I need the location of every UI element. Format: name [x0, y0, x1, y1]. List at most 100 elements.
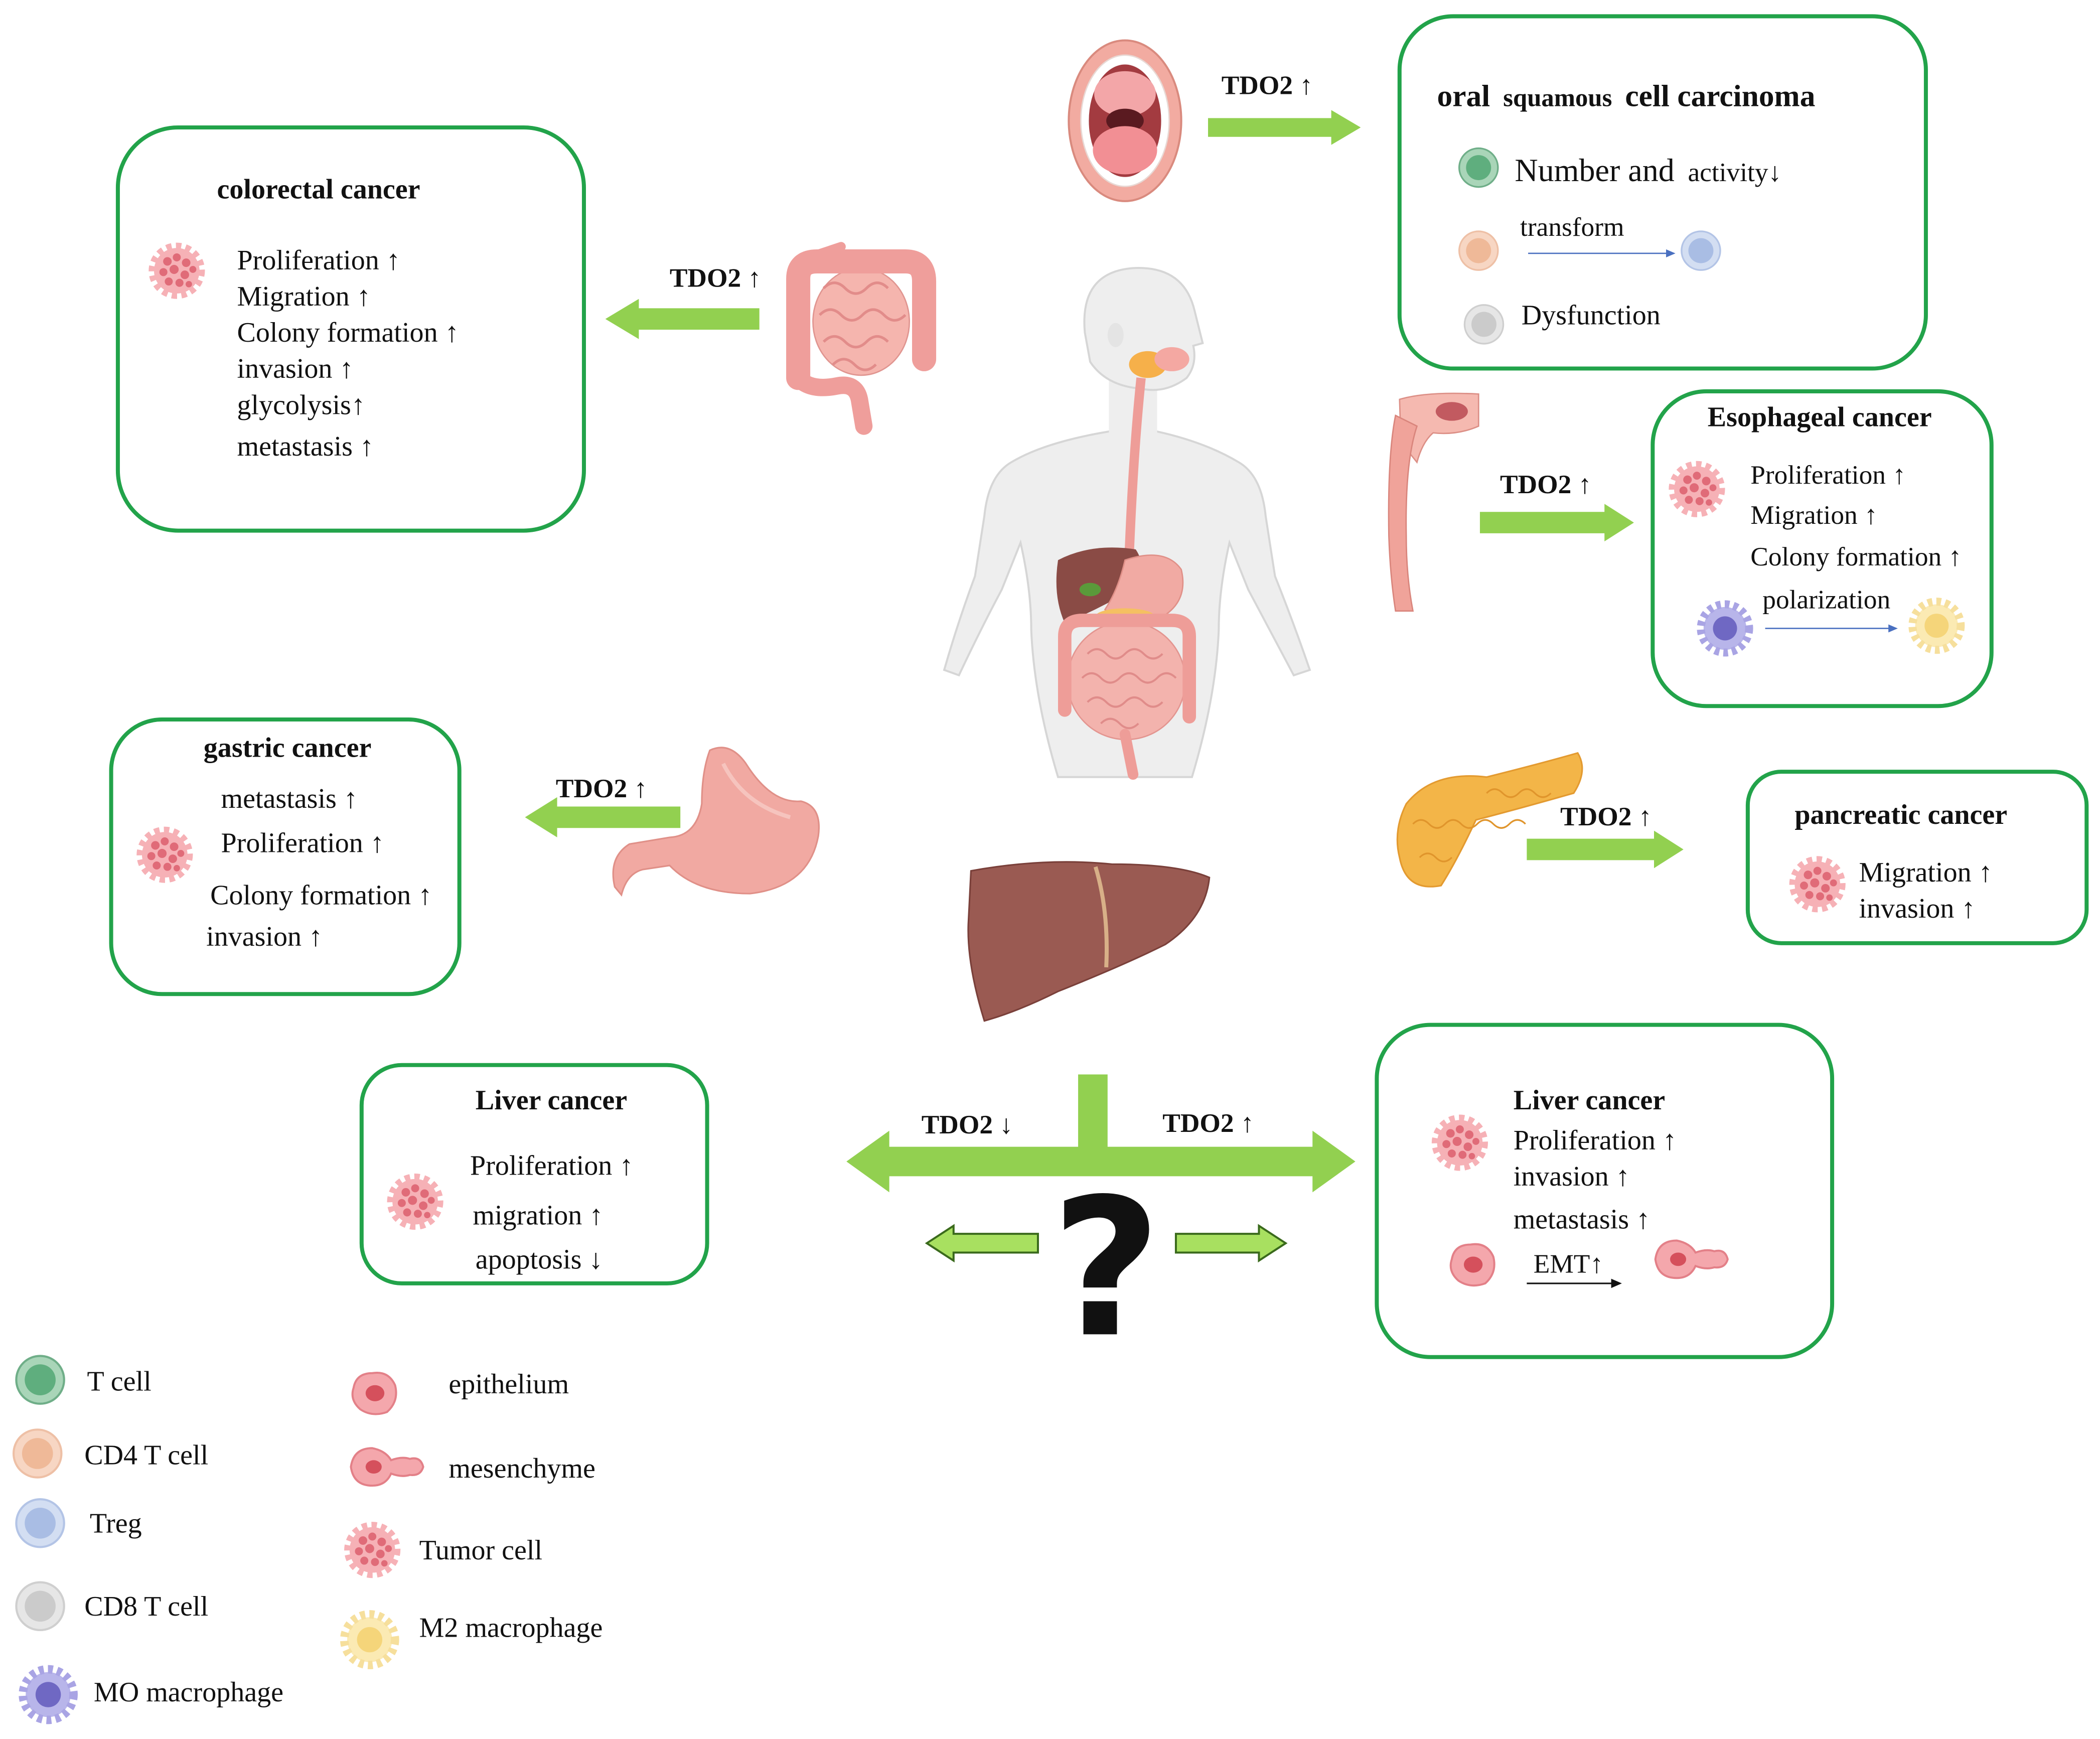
- liver-right-title: Liver cancer: [1514, 1085, 1665, 1116]
- pancreatic-cancer-box: pancreatic cancer Migration ↑ invasion ↑: [1745, 770, 2089, 945]
- colorectal-tdo2-label: TDO2 ↑: [670, 263, 761, 293]
- tumor-cell-icon: [1672, 464, 1722, 514]
- cd8-t-cell-icon: [16, 1582, 64, 1630]
- pancreatic-arrow-right: [1527, 830, 1684, 868]
- gastric-item: Proliferation ↑: [221, 827, 384, 858]
- esophageal-item: Proliferation ↑: [1750, 460, 1906, 490]
- legend-label: epithelium: [448, 1369, 569, 1400]
- mouth-illustration: [1068, 39, 1182, 202]
- oral-scc-title-part2: squamous: [1503, 83, 1612, 111]
- epithelium-icon: [353, 1373, 396, 1414]
- colorectal-item: glycolysis↑: [237, 389, 365, 420]
- esophageal-tdo2-label: TDO2 ↑: [1500, 469, 1591, 499]
- question-arrow-left: [925, 1224, 1039, 1263]
- tumor-cell-icon: [140, 830, 190, 880]
- pancreas-shape: [1396, 752, 1583, 888]
- oral-scc-title: oral squamous cell carcinoma: [1437, 79, 1816, 113]
- liver-emt-label: EMT↑: [1534, 1249, 1603, 1279]
- legend-label: M2 macrophage: [419, 1613, 603, 1644]
- mouth-tongue: [1093, 126, 1157, 175]
- gastric-box-border: [109, 717, 462, 996]
- gastric-item: metastasis ↑: [221, 783, 357, 814]
- oral-tdo2-label: TDO2 ↑: [1222, 70, 1313, 100]
- legend-label: CD4 T cell: [84, 1439, 208, 1471]
- oral-scc-box: oral squamous cell carcinoma Number and …: [1397, 14, 1928, 371]
- cd4-t-cell-icon: [1458, 230, 1499, 271]
- liver-ligament: [1093, 866, 1109, 968]
- legend-label: Tumor cell: [419, 1535, 542, 1566]
- liver-right-item: invasion ↑: [1514, 1161, 1630, 1192]
- body-ear: [1107, 323, 1124, 347]
- colorectal-box-border: [115, 125, 586, 533]
- gastric-item: Colony formation ↑: [210, 880, 432, 911]
- oral-transform-label: transform: [1520, 212, 1624, 242]
- pancreas-illustration: [1396, 752, 1583, 888]
- liver-left-item: apoptosis ↓: [476, 1244, 603, 1275]
- epithelium-icon: [1451, 1244, 1494, 1286]
- t-cell-icon: [1458, 147, 1499, 188]
- liver-left-item: Proliferation ↑: [470, 1150, 633, 1182]
- legend: T cell CD4 T cell Treg CD8 T cell MO mac…: [14, 1356, 603, 1719]
- colorectal-item: invasion ↑: [237, 353, 354, 384]
- tumor-cell-icon: [152, 246, 202, 296]
- cd8-t-cell-icon: [1463, 304, 1505, 345]
- human-body-illustration: [943, 267, 1311, 780]
- intestine-colon: [786, 249, 937, 390]
- stomach-fold: [721, 763, 791, 819]
- pancreatic-title: pancreatic cancer: [1794, 799, 2007, 830]
- gastric-tdo2-label: TDO2 ↑: [556, 773, 647, 803]
- gastric-cancer-box: gastric cancer metastasis ↑ Proliferatio…: [109, 717, 462, 996]
- oral-dysfunction-label: Dysfunction: [1522, 300, 1661, 331]
- cd4-t-cell-icon: [14, 1429, 61, 1477]
- stomach-illustration: [612, 747, 820, 897]
- liver-left-box-border: [359, 1063, 709, 1285]
- tumor-cell-icon: [1435, 1118, 1485, 1168]
- question-arrow-right: [1174, 1224, 1288, 1263]
- body-colon: [1058, 614, 1196, 724]
- oral-scc-title-part3: cell carcinoma: [1625, 79, 1815, 113]
- liver-double-arrow: [846, 1130, 1356, 1193]
- body-intestine-folds: [1081, 648, 1177, 730]
- question-mark: ?: [1051, 1158, 1161, 1379]
- oral-t-cell-text-part2: activity↓: [1688, 157, 1781, 187]
- oral-arrow-right: [1208, 110, 1361, 145]
- oral-t-cell-text-part1: Number and: [1515, 153, 1674, 188]
- pancreatic-tdo2-label: TDO2 ↑: [1560, 801, 1652, 831]
- mouth-palate: [1094, 71, 1156, 117]
- esophageal-polarization-label: polarization: [1762, 584, 1890, 614]
- tumor-cell-icon: [1792, 859, 1842, 909]
- esophageal-title: Esophageal cancer: [1708, 401, 1932, 432]
- colorectal-item: metastasis ↑: [237, 431, 374, 462]
- colorectal-title: colorectal cancer: [217, 174, 420, 205]
- esophagus-oral-detail: [1435, 402, 1468, 421]
- esophagus-tube: [1388, 414, 1418, 612]
- treg-icon: [1681, 230, 1721, 271]
- body-gallbladder: [1079, 583, 1101, 597]
- liver-cancer-box-right: Liver cancer Proliferation ↑ invasion ↑ …: [1375, 1023, 1835, 1359]
- colorectal-item: Colony formation ↑: [237, 317, 459, 348]
- oral-transform-arrow-head: [1666, 249, 1676, 257]
- oral-t-cell-text: Number and activity↓: [1515, 153, 1781, 188]
- emt-arrow-head: [1611, 1278, 1622, 1288]
- body-small-intestine: [1067, 621, 1186, 741]
- intestine-folds: [818, 281, 907, 371]
- legend-label: mesenchyme: [448, 1453, 595, 1484]
- oral-scc-title-part1: oral: [1437, 79, 1490, 113]
- treg-icon: [16, 1499, 64, 1547]
- gastric-arrow-left: [525, 797, 681, 837]
- oral-scc-box-border: [1397, 14, 1928, 371]
- esophageal-item: Colony formation ↑: [1750, 541, 1962, 571]
- tumor-cell-icon: [348, 1525, 397, 1575]
- pancreatic-item: invasion ↑: [1859, 893, 1975, 924]
- legend-label: T cell: [87, 1366, 152, 1397]
- intestine-illustration: [786, 242, 937, 435]
- esophageal-item: Migration ↑: [1750, 500, 1878, 530]
- colorectal-cancer-box: colorectal cancer Proliferation ↑ Migrat…: [115, 125, 586, 533]
- body-mouth-cavity: [1154, 347, 1189, 371]
- colorectal-item: Migration ↑: [237, 281, 371, 312]
- gastric-item: invasion ↑: [206, 921, 323, 952]
- gastric-title: gastric cancer: [204, 733, 372, 764]
- body-rectum: [1119, 729, 1139, 780]
- esophagus-illustration: [1388, 392, 1479, 612]
